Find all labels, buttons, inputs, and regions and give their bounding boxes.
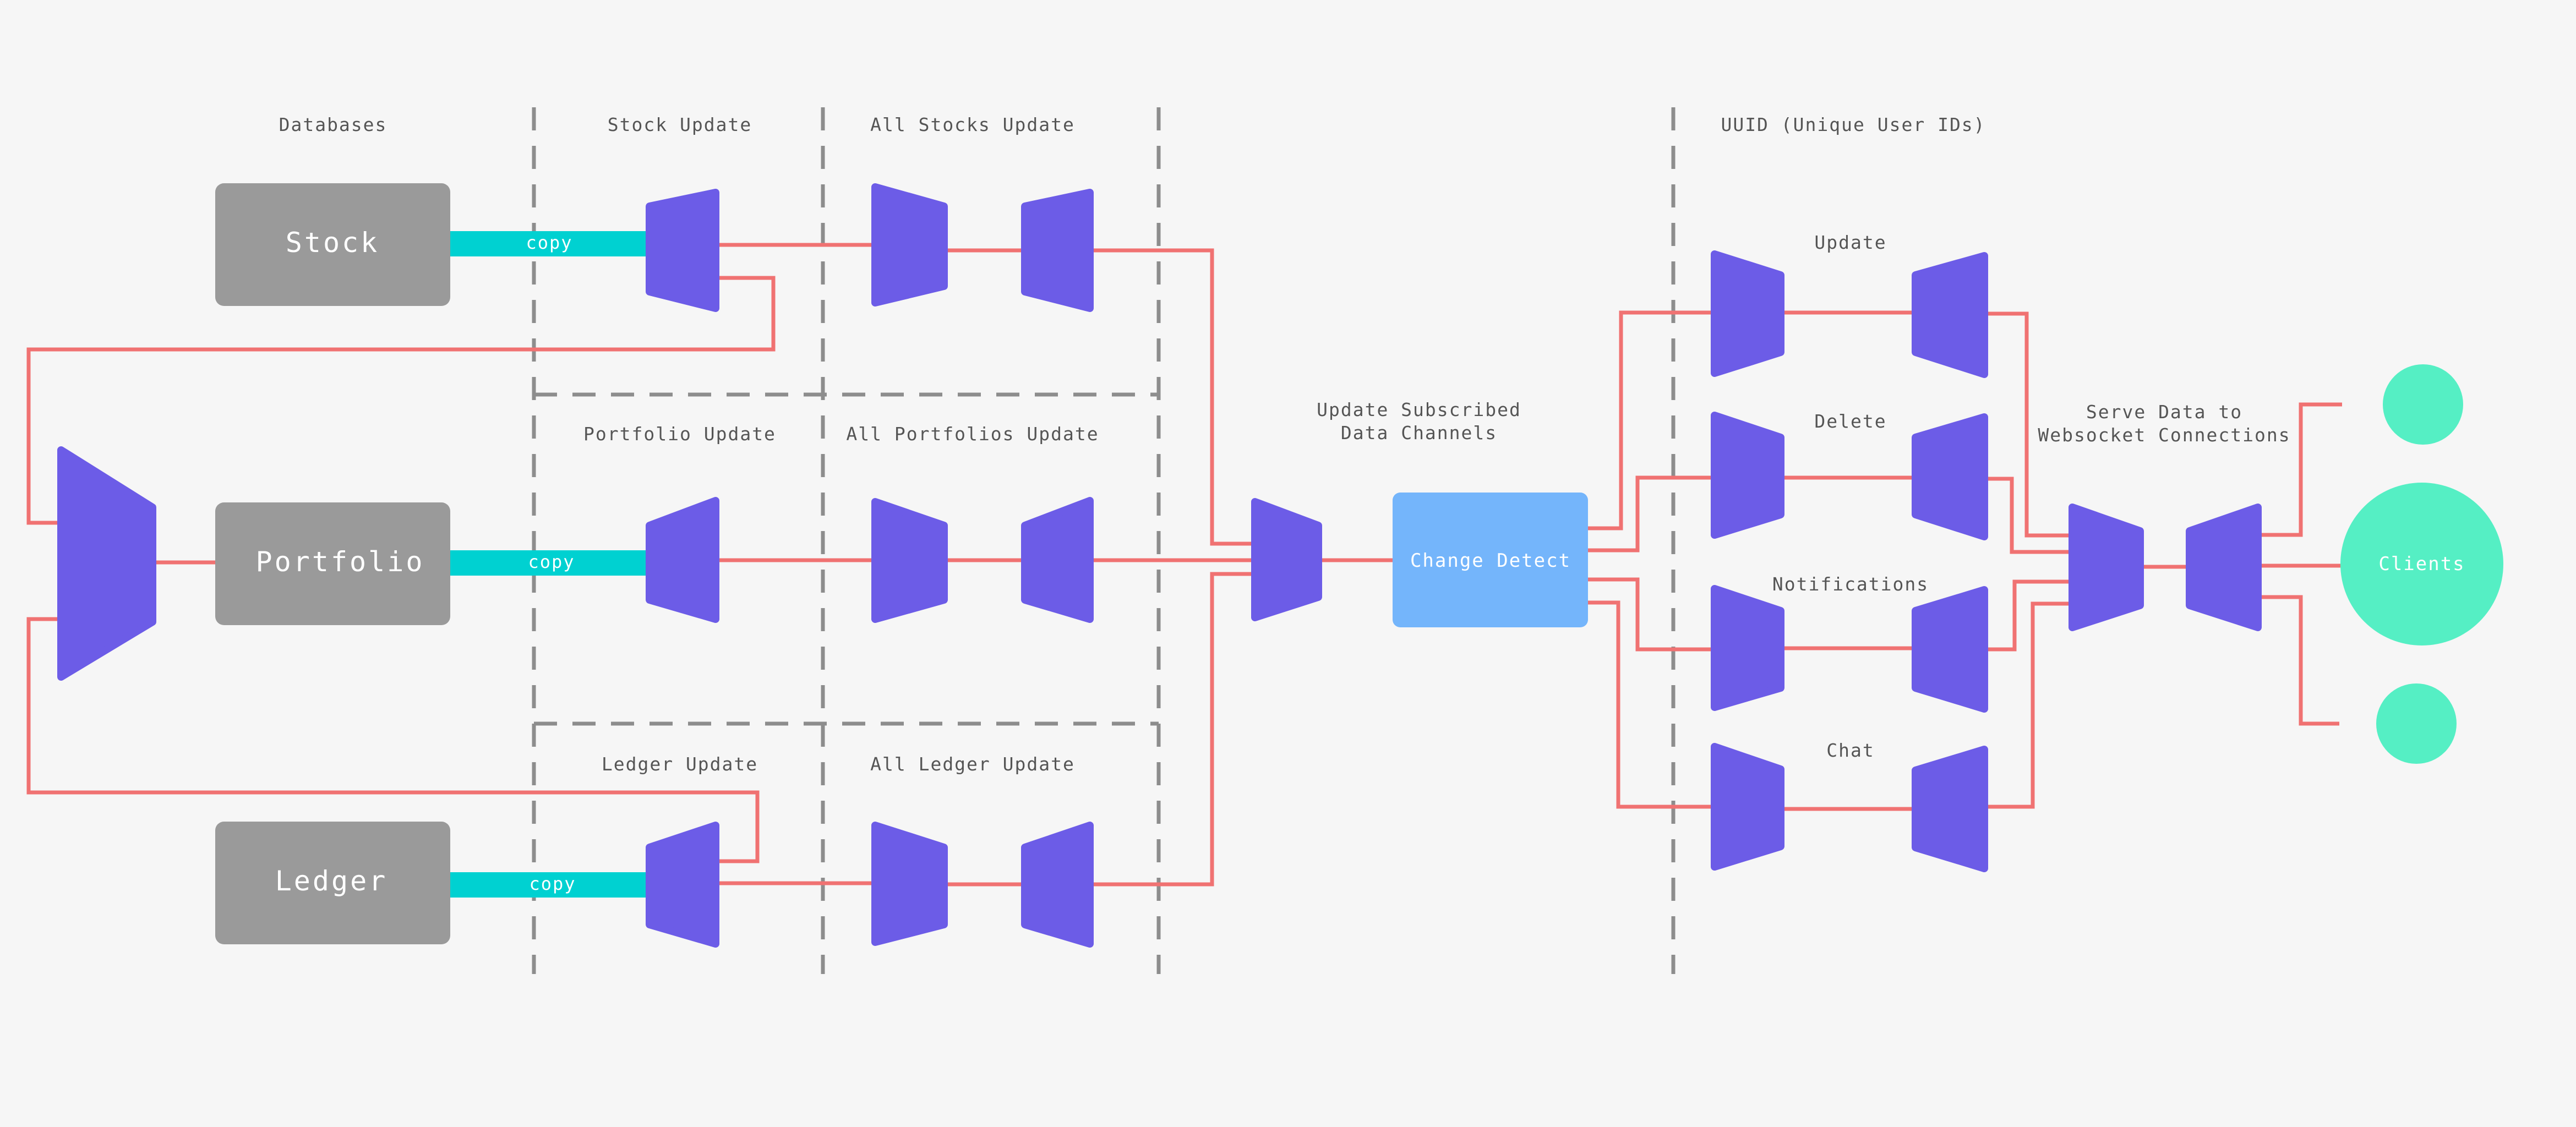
chat-node-left <box>1711 743 1784 871</box>
client-main <box>2340 483 2503 645</box>
label-all-stocks-update: All Stocks Update <box>870 114 1075 135</box>
wire-delete-serve <box>1976 477 2072 554</box>
wire-notifications-serve <box>1976 579 2072 652</box>
stock-update-node <box>646 189 719 312</box>
wire-stock-to-merge <box>1079 248 1266 546</box>
update-node-right <box>1912 252 1988 378</box>
label-all-portfolios-update: All Portfolios Update <box>846 423 1099 445</box>
copy-bar-ledger <box>450 872 646 898</box>
label-serve-1: Serve Data to <box>2086 401 2242 423</box>
all-stocks-node-2 <box>1021 189 1094 312</box>
wires <box>26 243 2342 887</box>
wire-cd-update <box>1585 310 1726 530</box>
label-update: Update <box>1814 232 1886 253</box>
database-ledger-label: Ledger <box>275 865 388 897</box>
client-small-bottom <box>2376 683 2457 764</box>
chat-node-right <box>1912 746 1988 872</box>
wire-chat-serve <box>1976 601 2072 809</box>
label-databases: Databases <box>279 114 388 135</box>
database-portfolio <box>215 502 450 625</box>
change-detect-box <box>1393 493 1588 627</box>
database-stock-label: Stock <box>286 227 380 259</box>
section-labels: Databases Stock Update All Stocks Update… <box>279 114 2290 775</box>
label-chat: Chat <box>1826 740 1874 761</box>
database-portfolio-label: Portfolio <box>256 546 425 578</box>
all-ledger-node-1 <box>871 822 948 946</box>
portfolio-update-node <box>646 497 719 623</box>
label-update-subscribed-2: Data Channels <box>1341 422 1497 444</box>
label-serve-2: Websocket Connections <box>2038 424 2290 446</box>
label-update-subscribed-1: Update Subscribed <box>1317 399 1521 420</box>
wire-update-serve <box>1976 311 2072 538</box>
notifications-node-left <box>1711 585 1784 711</box>
label-ledger-update: Ledger Update <box>602 753 758 775</box>
serve-node-left <box>2069 504 2144 631</box>
wire-ledger-to-merge <box>1079 572 1266 887</box>
copy-label-portfolio: copy <box>528 551 575 572</box>
database-ledger <box>215 822 450 944</box>
label-portfolio-update: Portfolio Update <box>583 423 776 445</box>
wire-cd-notifications <box>1585 577 1726 652</box>
wire-stock-loop <box>26 276 776 525</box>
serve-node-right <box>2186 504 2262 631</box>
update-node-left <box>1711 250 1784 377</box>
all-portfolios-node-2 <box>1021 497 1094 623</box>
delete-node-left <box>1711 412 1784 539</box>
label-stock-update: Stock Update <box>608 114 752 135</box>
label-delete: Delete <box>1814 411 1886 432</box>
copy-label-stock: copy <box>526 232 572 253</box>
label-notifications: Notifications <box>1772 573 1929 595</box>
client-small-top <box>2383 364 2463 445</box>
wire-cd-delete <box>1585 475 1726 552</box>
wire-to-client-bottom <box>2257 595 2339 726</box>
dashed-dividers <box>532 107 1676 974</box>
database-stock <box>215 183 450 306</box>
databases: Stock Portfolio Ledger <box>215 183 450 944</box>
all-stocks-node-1 <box>871 183 948 307</box>
copy-bar-portfolio <box>450 550 646 576</box>
all-portfolios-node-1 <box>871 498 948 623</box>
all-ledger-node-2 <box>1021 822 1094 948</box>
copy-label-ledger: copy <box>529 873 576 894</box>
ledger-update-node <box>646 822 719 948</box>
clients-label: Clients <box>2378 553 2465 575</box>
wire-ledger-loop <box>26 617 760 863</box>
label-uuid: UUID (Unique User IDs) <box>1721 114 1985 135</box>
change-detect-label: Change Detect <box>1410 550 1571 572</box>
aggregator-node <box>57 446 156 681</box>
label-all-ledger-update: All Ledger Update <box>870 753 1075 775</box>
copy-bars: copy copy copy <box>450 231 646 898</box>
delete-node-right <box>1912 413 1988 540</box>
wire-cd-chat <box>1585 600 1726 809</box>
merge-node <box>1251 498 1322 621</box>
copy-bar-stock <box>450 231 646 256</box>
wire-to-client-top <box>2257 402 2342 537</box>
notifications-node-right <box>1912 586 1988 713</box>
